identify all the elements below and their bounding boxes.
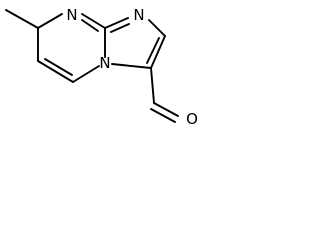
atom-n1: N [133, 6, 144, 24]
bond-c2-c3-inner [146, 37, 160, 64]
bond-cho-o-double [150, 108, 176, 123]
bond-c3-cho [150, 67, 155, 104]
atom-n4: N [99, 54, 110, 72]
bond-n8-c8a-inner [81, 19, 99, 32]
bond-c8a-n1-inner [110, 23, 130, 33]
bond-c8a-n1 [104, 17, 129, 29]
atom-n8: N [66, 6, 77, 24]
bond-c3-n4 [111, 63, 152, 69]
atom-o: O [186, 110, 198, 128]
bond-methyl [5, 9, 39, 29]
bond-c5-c6 [37, 60, 74, 83]
bond-n8-c8a [81, 13, 106, 29]
bond-n1-c2 [148, 19, 166, 37]
bond-c5-c6-inner [44, 58, 73, 76]
bond-c7-n8 [37, 13, 63, 29]
bond-cho-o [153, 102, 179, 117]
bond-n4-c5 [72, 65, 100, 83]
bond-c2-c3 [150, 35, 166, 69]
chemical-structure: N N N O [5, 6, 198, 128]
